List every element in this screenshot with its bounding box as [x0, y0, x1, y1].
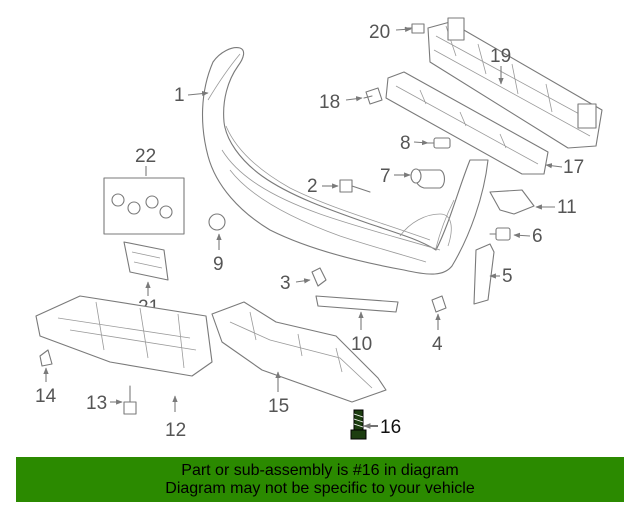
bracket-5[interactable]	[473, 243, 495, 305]
callout-20: 20	[369, 22, 390, 43]
bumper-reinforcement[interactable]	[427, 17, 603, 149]
bolt-8[interactable]	[425, 137, 451, 149]
callout-15: 15	[268, 396, 289, 417]
plug-9[interactable]	[208, 213, 226, 231]
reflector-10[interactable]	[315, 295, 399, 313]
bolt-20[interactable]	[404, 23, 425, 34]
info-banner: Part or sub-assembly is #16 in diagram D…	[16, 457, 624, 502]
clip-kit-22[interactable]	[103, 177, 185, 235]
callout-17: 17	[563, 157, 584, 178]
callout-7: 7	[380, 166, 391, 187]
callout-5: 5	[502, 266, 513, 287]
bumper-cover[interactable]	[202, 47, 489, 275]
callout-1: 1	[174, 85, 185, 106]
clip-4[interactable]	[431, 295, 447, 313]
callout-4: 4	[432, 334, 443, 355]
bracket-11[interactable]	[489, 189, 535, 215]
bolt-2[interactable]	[339, 179, 371, 193]
banner-line-2: Diagram may not be specific to your vehi…	[165, 480, 475, 497]
bracket-21[interactable]	[123, 241, 169, 281]
callout-22: 22	[135, 146, 156, 167]
callout-19: 19	[490, 46, 511, 67]
callout-12: 12	[165, 420, 186, 441]
clip-3[interactable]	[311, 267, 327, 287]
clip-18[interactable]	[363, 87, 383, 105]
part-7[interactable]	[410, 168, 446, 189]
callout-18: 18	[319, 92, 340, 113]
callout-8: 8	[400, 133, 411, 154]
bolt-6[interactable]	[489, 227, 511, 241]
callout-13: 13	[86, 393, 107, 414]
parts-diagram: 1 19 20 17 18 8 7	[35, 17, 603, 441]
callout-14: 14	[35, 386, 57, 407]
screw-16[interactable]	[350, 409, 367, 440]
callout-16: 16	[380, 417, 401, 438]
callout-10: 10	[351, 334, 372, 355]
energy-absorber[interactable]	[385, 71, 549, 175]
callout-6: 6	[532, 226, 543, 247]
bolt-13[interactable]	[123, 385, 137, 415]
callout-3: 3	[280, 273, 291, 294]
callout-2: 2	[307, 176, 318, 197]
clip-14[interactable]	[39, 349, 53, 367]
callout-9: 9	[213, 254, 224, 275]
lower-cover-12[interactable]	[35, 295, 213, 377]
banner-line-1: Part or sub-assembly is #16 in diagram	[181, 462, 459, 479]
callout-11: 11	[557, 197, 577, 218]
deflector-15[interactable]	[211, 301, 387, 403]
